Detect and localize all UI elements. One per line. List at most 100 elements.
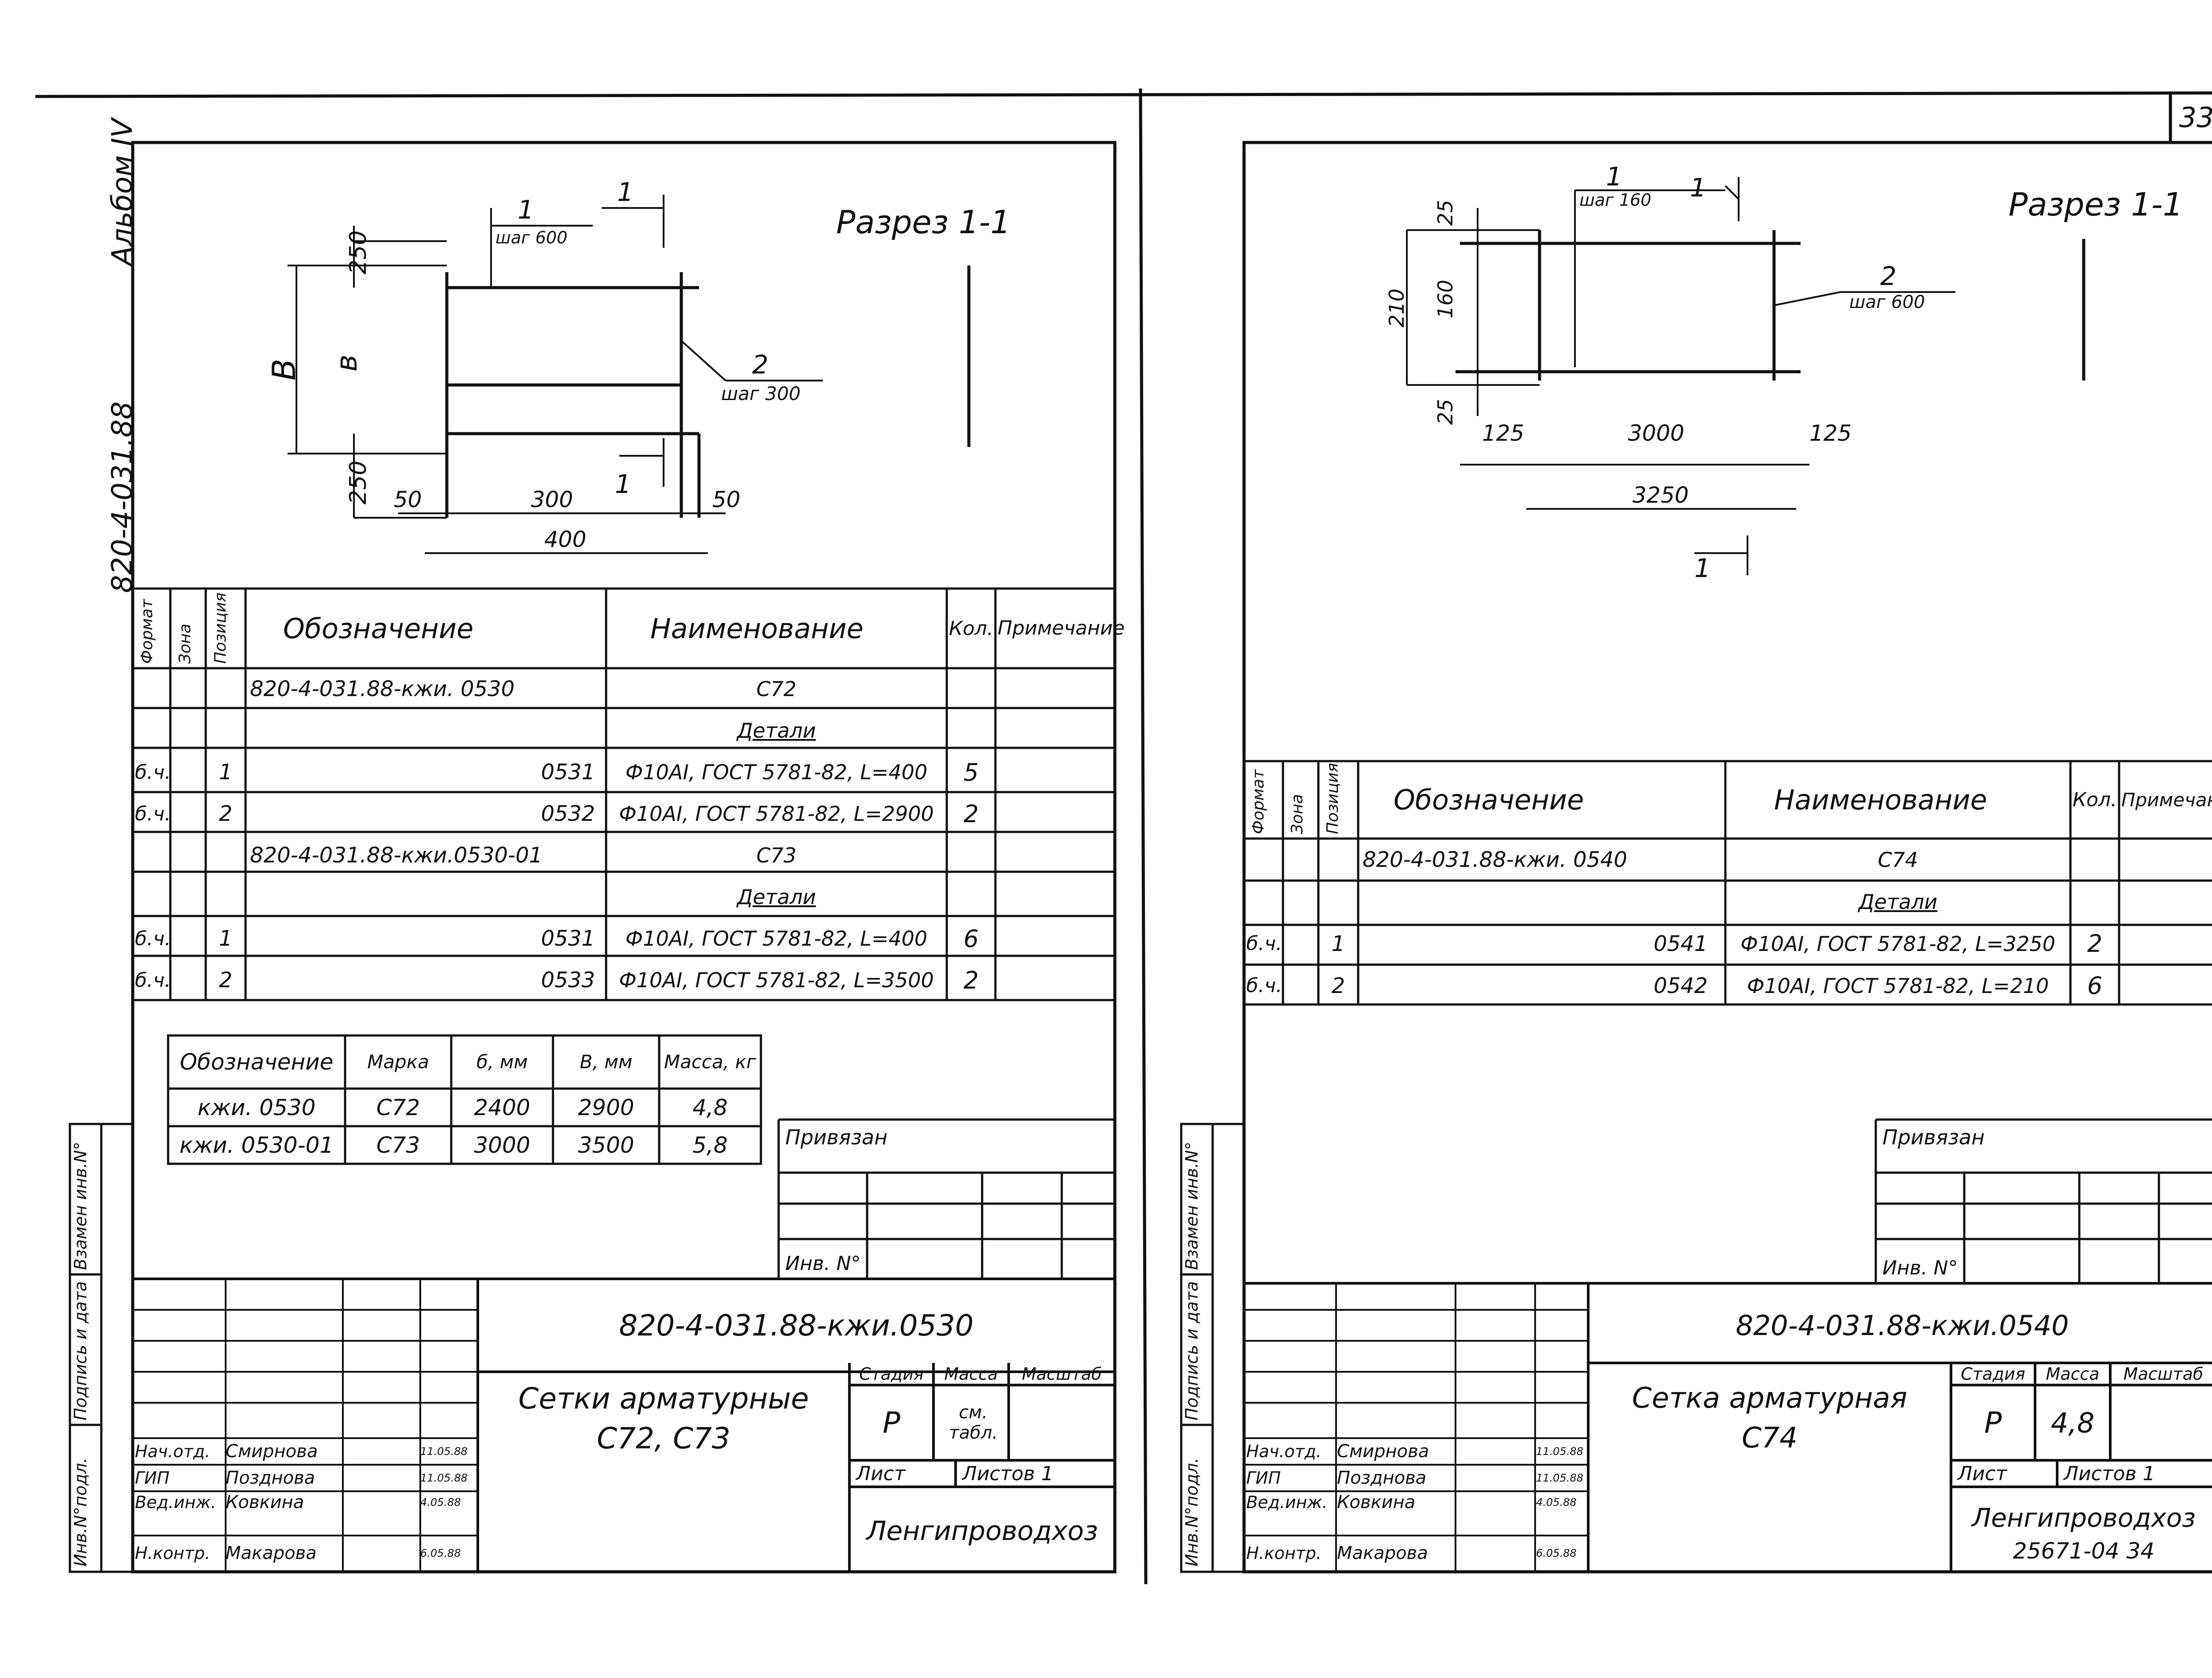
right-dim-160: 160 bbox=[1433, 280, 1457, 319]
left-dim-250-bottom: 250 bbox=[345, 460, 372, 504]
mark-table-header: Масса, кг bbox=[664, 1051, 757, 1073]
left-hdr-qty: Кол. bbox=[949, 617, 994, 640]
series-code: 820-4-031.88 bbox=[106, 401, 139, 593]
left-dim-250-top: 250 bbox=[345, 230, 372, 274]
spec-row-designation: 0533 bbox=[541, 968, 595, 993]
spec-row-qty: 2 bbox=[2087, 930, 2103, 958]
spec-row-format: б.ч. bbox=[135, 761, 171, 784]
person-date: 6.05.88 bbox=[1536, 1547, 1577, 1559]
left-title: Сетки арматурные bbox=[518, 1381, 809, 1416]
mark-table-header: б, мм bbox=[476, 1051, 528, 1073]
spec-row-qty: 6 bbox=[2087, 972, 2103, 1000]
spec-row-qty bbox=[2070, 881, 2119, 923]
left-inv-no: Инв. N° bbox=[785, 1252, 861, 1275]
album-label: Альбом IV bbox=[106, 118, 139, 266]
person-name: Позднова bbox=[1337, 1468, 1427, 1488]
left-dim-50-left: 50 bbox=[394, 487, 422, 512]
spec-row-position bbox=[1321, 839, 1356, 881]
left-pos2-step: шаг 300 bbox=[721, 383, 801, 404]
left-pos2: 2 bbox=[752, 350, 768, 380]
spec-row-designation: 0531 bbox=[541, 760, 595, 785]
person-date: 11.05.88 bbox=[420, 1472, 468, 1484]
person-role bbox=[1246, 1513, 1335, 1536]
mark-table-header: Марка bbox=[367, 1051, 429, 1073]
spec-row-position bbox=[208, 668, 243, 710]
person-date: 11.05.88 bbox=[1536, 1445, 1583, 1458]
right-pos1: 1 bbox=[1606, 162, 1622, 192]
person-name: Смирнова bbox=[226, 1441, 318, 1462]
left-mass-hdr: Масса bbox=[944, 1364, 998, 1384]
spec-row-name: Ф10АI, ГОСТ 5781-82, L=3250 bbox=[1740, 931, 2055, 956]
person-role: Нач.отд. bbox=[1246, 1442, 1322, 1461]
left-privyazan: Привязан bbox=[785, 1125, 888, 1149]
right-pos2-step: шаг 600 bbox=[1849, 292, 1925, 312]
spec-row-position bbox=[208, 876, 243, 918]
spec-row-position bbox=[208, 710, 243, 751]
left-title-sub: С72, С73 bbox=[596, 1421, 731, 1455]
person-role: Нач.отд. bbox=[135, 1442, 211, 1461]
left-dim-50-right: 50 bbox=[712, 487, 741, 512]
spec-row-format: б.ч. bbox=[1246, 974, 1283, 997]
right-scale-hdr: Масштаб bbox=[2123, 1364, 2204, 1384]
right-dim-3250: 3250 bbox=[1632, 482, 1689, 508]
spec-row-format: б.ч. bbox=[135, 802, 171, 825]
spec-row-name: Ф10АI, ГОСТ 5781-82, L=400 bbox=[625, 760, 928, 784]
spec-row-name: С73 bbox=[756, 843, 797, 867]
right-stamp-code: 820-4-031.88-кжи.0540 bbox=[1736, 1309, 2069, 1342]
person-date bbox=[420, 1513, 476, 1536]
person-date: 4.05.88 bbox=[420, 1496, 461, 1509]
left-stamp-replace: Взамен инв.N° bbox=[71, 1142, 90, 1270]
left-sheets-lbl: Листов 1 bbox=[962, 1462, 1054, 1485]
right-stage-hdr: Стадия bbox=[1961, 1364, 2025, 1384]
right-dim-210: 210 bbox=[1385, 289, 1409, 327]
spec-row-designation bbox=[1363, 881, 1708, 923]
spec-row-designation: 0541 bbox=[1653, 931, 1708, 956]
left-pos1: 1 bbox=[518, 195, 534, 225]
spec-row-name: С72 bbox=[756, 677, 797, 701]
spec-row-designation: 0531 bbox=[541, 926, 595, 951]
right-org: Ленгипроводхоз bbox=[1971, 1503, 2196, 1533]
spec-row-qty bbox=[947, 835, 995, 876]
right-sheet-lbl: Лист bbox=[1958, 1462, 2007, 1485]
spec-row-position: 1 bbox=[1331, 931, 1345, 956]
left-label-B: В bbox=[265, 358, 303, 381]
right-dim-3000: 3000 bbox=[1628, 420, 1685, 446]
right-stamp-replace: Взамен инв.N° bbox=[1182, 1142, 1202, 1270]
left-dim-300: 300 bbox=[531, 487, 573, 512]
person-name: Ковкина bbox=[226, 1492, 304, 1513]
right-pos1-step: шаг 160 bbox=[1579, 190, 1651, 210]
person-name bbox=[1337, 1513, 1454, 1536]
spec-row-name: С74 bbox=[1878, 847, 1918, 872]
person-role: ГИП bbox=[135, 1468, 170, 1488]
spec-row-position: 2 bbox=[219, 801, 233, 826]
right-hdr-designation: Обозначение bbox=[1394, 784, 1584, 816]
person-date: 4.05.88 bbox=[1536, 1496, 1577, 1509]
right-section-label: Разрез 1-1 bbox=[2008, 186, 2183, 223]
right-inv-no: Инв. N° bbox=[1882, 1256, 1958, 1279]
spec-row-designation: 820-4-031.88-кжи. 0530 bbox=[250, 677, 515, 701]
left-mass: см. табл. bbox=[949, 1402, 998, 1443]
person-role: Вед.инж. bbox=[1246, 1493, 1328, 1512]
right-stamp-sign: Подпись и дата bbox=[1182, 1281, 1202, 1420]
left-stamp-code: 820-4-031.88-кжи.0530 bbox=[619, 1308, 974, 1343]
person-name: Позднова bbox=[226, 1468, 315, 1488]
spec-row-position: 1 bbox=[219, 760, 233, 785]
spec-row-format: б.ч. bbox=[1246, 932, 1283, 955]
spec-row-format: б.ч. bbox=[135, 969, 171, 992]
left-org: Ленгипроводхоз bbox=[866, 1516, 1098, 1547]
spec-row-designation: 0542 bbox=[1653, 973, 1708, 998]
spec-row-qty: 2 bbox=[963, 800, 979, 828]
spec-row-name: Ф10АI, ГОСТ 5781-82, L=210 bbox=[1747, 974, 2049, 998]
left-cut-bottom: 1 bbox=[615, 469, 631, 499]
left-sheet-lbl: Лист bbox=[856, 1462, 906, 1485]
right-hdr-position: Позиция bbox=[1324, 762, 1342, 834]
mark-table-cell: 2400 bbox=[474, 1094, 530, 1120]
spec-row-qty bbox=[2070, 839, 2119, 881]
right-mass-hdr: Масса bbox=[2046, 1364, 2100, 1384]
mark-table-cell: кжи. 0530-01 bbox=[179, 1132, 334, 1158]
spec-row-designation: 0532 bbox=[541, 801, 595, 826]
right-dim-125-left: 125 bbox=[1482, 420, 1525, 446]
left-pos1-step: шаг 600 bbox=[495, 228, 568, 247]
spec-row-format: б.ч. bbox=[135, 927, 171, 950]
